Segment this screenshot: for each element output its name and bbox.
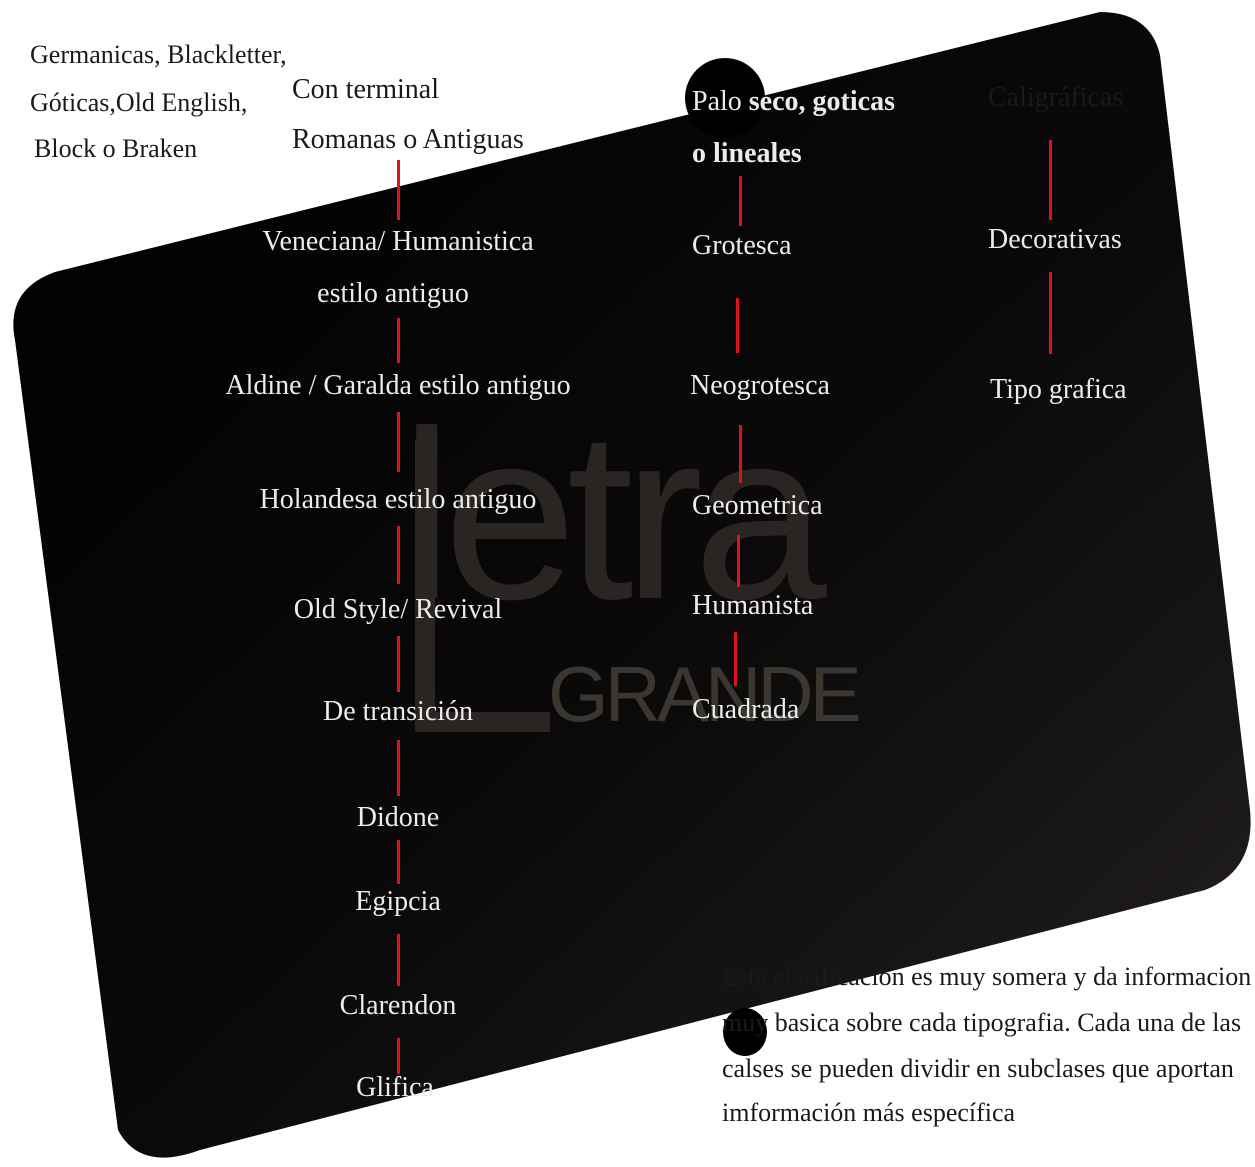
- palo-seco-item-grotesca: Grotesca: [692, 230, 792, 261]
- note-line-4: imformación más específica: [722, 1098, 1016, 1127]
- note-line-1: Esta clasificación es muy somera y da in…: [722, 962, 1252, 991]
- romanas-connector-8: [397, 934, 400, 986]
- germanicas-line-2: Góticas,Old English,: [30, 88, 248, 117]
- palo-seco-header-word: Palo: [692, 86, 742, 117]
- romanas-item-didone: Didone: [356, 802, 440, 833]
- romanas-item-transicion: De transición: [322, 696, 474, 727]
- romanas-connector-2: [397, 318, 400, 363]
- watermark-logo-base: [415, 712, 550, 732]
- palo-seco-item-cuadrada: Cuadrada: [692, 694, 800, 725]
- header-blob: [685, 58, 765, 138]
- caligraficas-connector-2: [1049, 272, 1052, 354]
- romanas-connector-3: [397, 412, 400, 472]
- romanas-item-clarendon: Clarendon: [339, 990, 457, 1021]
- palo-seco-header-line-1: Palo seco, goticas: [692, 84, 895, 120]
- caligraficas-item-tipografica: Tipo grafica: [990, 374, 1127, 405]
- palo-seco-header-bold-2: o lineales: [692, 138, 802, 169]
- romanas-connector-4: [397, 526, 400, 584]
- palo-seco-connector-5: [734, 632, 737, 686]
- romanas-connector-9: [397, 1038, 400, 1074]
- germanicas-line-1: Germanicas, Blackletter,: [30, 40, 287, 69]
- palo-seco-connector-3: [739, 425, 742, 483]
- romanas-item-aldine: Aldine / Garalda estilo antiguo: [225, 370, 571, 401]
- watermark-logo-bar: [415, 440, 435, 732]
- romanas-connector-7: [397, 840, 400, 884]
- watermark-logo-main: letra: [400, 381, 827, 649]
- romanas-connector-1: [397, 160, 400, 220]
- romanas-connector-5: [397, 636, 400, 692]
- romanas-header-line-2: Romanas o Antiguas: [292, 124, 524, 155]
- romanas-item-egipcia: Egipcia: [355, 886, 441, 917]
- caligraficas-item-decorativas: Decorativas: [988, 224, 1122, 255]
- note-line-3: calses se pueden dividir en subclases qu…: [722, 1054, 1234, 1083]
- romanas-connector-6: [397, 740, 400, 796]
- palo-seco-item-humanista: Humanista: [692, 590, 814, 621]
- caligraficas-connector-1: [1049, 140, 1052, 220]
- palo-seco-item-geometrica: Geometrica: [692, 490, 823, 521]
- palo-seco-connector-2: [736, 298, 739, 353]
- romanas-item-oldstyle: Old Style/ Revival: [293, 594, 503, 625]
- romanas-item-holandesa: Holandesa estilo antiguo: [259, 484, 537, 515]
- palo-seco-header-bold: seco, goticas: [748, 86, 895, 117]
- note-line-2: muy basica sobre cada tipografia. Cada u…: [722, 1008, 1242, 1037]
- caligraficas-header: Caligráficas: [988, 82, 1124, 113]
- palo-seco-connector-1: [739, 176, 742, 226]
- watermark-logo-sub: GRANDE: [548, 650, 862, 738]
- palo-seco-connector-4: [737, 535, 740, 587]
- germanicas-line-3: Block o Braken: [34, 134, 198, 163]
- romanas-item-veneciana: Veneciana/ Humanistica: [262, 226, 534, 257]
- dark-card: [13, 12, 1251, 1158]
- romanas-item-glifica: Glifica: [356, 1072, 434, 1103]
- romanas-item-veneciana-2: estilo antiguo: [317, 278, 469, 309]
- romanas-header-line-1: Con terminal: [292, 74, 439, 105]
- palo-seco-item-neogrotesca: Neogrotesca: [690, 370, 830, 401]
- note-blob: [723, 1008, 767, 1056]
- palo-seco-header-line-2: o lineales: [692, 136, 802, 172]
